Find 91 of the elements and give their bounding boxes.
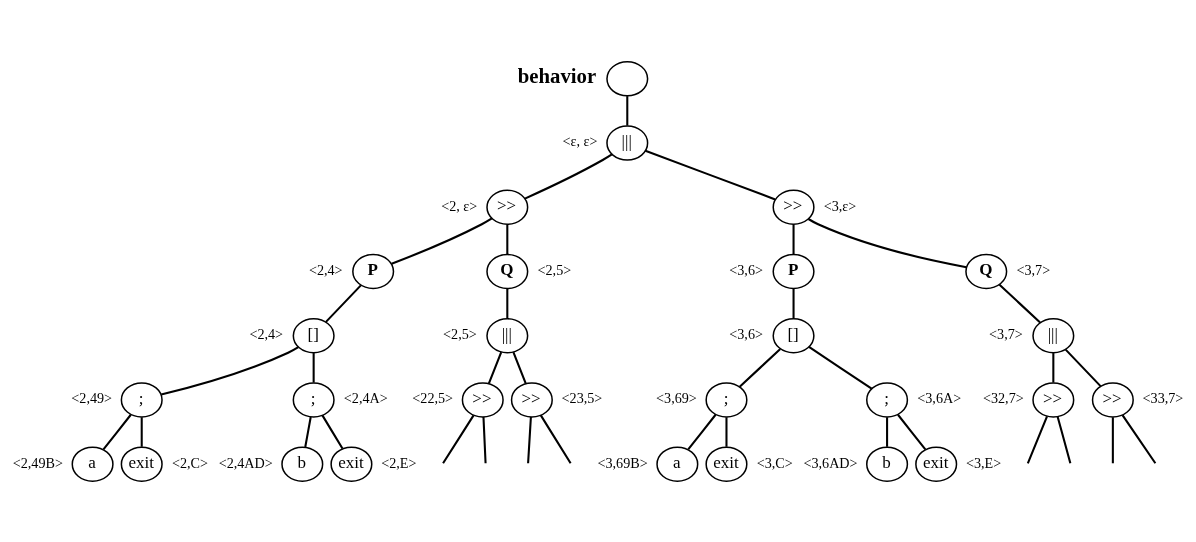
node-ellipse: exit — [915, 445, 958, 482]
connector — [739, 347, 781, 387]
connector — [304, 416, 312, 447]
node-ellipse: ; — [120, 381, 163, 418]
node-label: <2, ε> — [441, 197, 478, 214]
node-label: <3,69> — [656, 389, 697, 406]
node-label: <3,69B> — [597, 454, 648, 471]
node-label: behavior — [517, 63, 597, 87]
node-ellipse: ||| — [1032, 317, 1075, 353]
connector — [808, 345, 873, 390]
node-ellipse: exit — [120, 445, 163, 482]
connector — [506, 288, 509, 318]
connector — [312, 352, 315, 383]
node-circle — [606, 60, 649, 97]
node-ellipse: Q — [965, 253, 1008, 289]
connector — [792, 288, 795, 318]
connector — [1121, 414, 1157, 464]
connector — [1111, 416, 1114, 463]
connector — [102, 413, 132, 450]
node-label: <2,4AD> — [218, 454, 273, 471]
connector — [886, 416, 889, 447]
node-ellipse: >> — [510, 381, 553, 418]
connector — [1052, 352, 1055, 383]
node-ellipse: ; — [866, 381, 909, 418]
connector — [442, 414, 475, 464]
node-label: <3,E> — [965, 454, 1002, 471]
node-ellipse: ; — [292, 381, 335, 418]
node-ellipse: b — [281, 445, 324, 482]
connector — [325, 284, 362, 323]
connector — [1064, 348, 1102, 387]
node-label: <2,4> — [249, 325, 284, 342]
node-label: <23,5> — [561, 389, 603, 406]
node-label: <3,6A> — [917, 389, 962, 406]
connector — [1026, 415, 1048, 464]
connector — [725, 416, 728, 447]
node-label: <2,E> — [381, 454, 417, 471]
node-ellipse: ||| — [486, 317, 529, 353]
connector — [161, 345, 299, 396]
node-label: <3,6> — [729, 325, 763, 342]
node-label: <2,49B> — [12, 454, 63, 471]
connector — [539, 414, 572, 464]
connector — [487, 351, 503, 384]
node-label: <2,4A> — [343, 389, 388, 406]
node-label: <2,5> — [537, 261, 572, 278]
node-label: <3,6> — [729, 261, 763, 278]
node-ellipse: exit — [330, 445, 373, 482]
node-label: <3,C> — [756, 454, 793, 471]
connector — [140, 416, 143, 447]
node-label: <22,5> — [412, 389, 454, 406]
node-label: <33,7> — [1142, 389, 1184, 406]
node-ellipse: ||| — [606, 124, 649, 161]
node-ellipse: [] — [292, 317, 335, 353]
connector — [807, 217, 967, 268]
node-ellipse: a — [71, 445, 114, 482]
node-ellipse: P — [772, 253, 815, 289]
connector — [687, 413, 717, 450]
connector — [897, 413, 927, 450]
node-label: <2,C> — [171, 454, 208, 471]
connector — [524, 153, 613, 200]
node-label: <3,7> — [989, 325, 1023, 342]
node-ellipse: >> — [772, 189, 815, 225]
node-ellipse: >> — [1091, 381, 1134, 418]
connector — [512, 351, 527, 384]
connector — [792, 224, 795, 254]
connector — [391, 217, 493, 265]
node-label: <2,5> — [443, 325, 477, 342]
connector — [645, 149, 776, 200]
node-label: <3,7> — [1016, 261, 1051, 278]
node-ellipse: a — [656, 445, 699, 482]
node-ellipse: ; — [705, 381, 748, 418]
node-label: <3,6AD> — [803, 454, 858, 471]
node-ellipse: exit — [705, 445, 748, 482]
node-label: <2,49> — [71, 389, 113, 406]
connector — [527, 416, 532, 463]
connector — [506, 224, 509, 254]
connector — [482, 416, 487, 463]
node-label: <3,ε> — [823, 197, 857, 214]
node-ellipse: >> — [1032, 381, 1075, 418]
node-ellipse: [] — [772, 317, 815, 353]
node-ellipse: b — [866, 445, 909, 482]
node-label: <ε, ε> — [562, 132, 598, 149]
connector — [998, 283, 1041, 323]
node-ellipse: >> — [461, 381, 504, 418]
connector — [626, 95, 629, 126]
node-label: <32,7> — [982, 389, 1024, 406]
connector — [321, 414, 344, 449]
node-ellipse: >> — [486, 189, 529, 225]
node-ellipse: Q — [486, 253, 529, 289]
node-label: <2,4> — [308, 261, 343, 278]
connector — [1056, 415, 1072, 464]
node-ellipse: P — [352, 253, 395, 289]
